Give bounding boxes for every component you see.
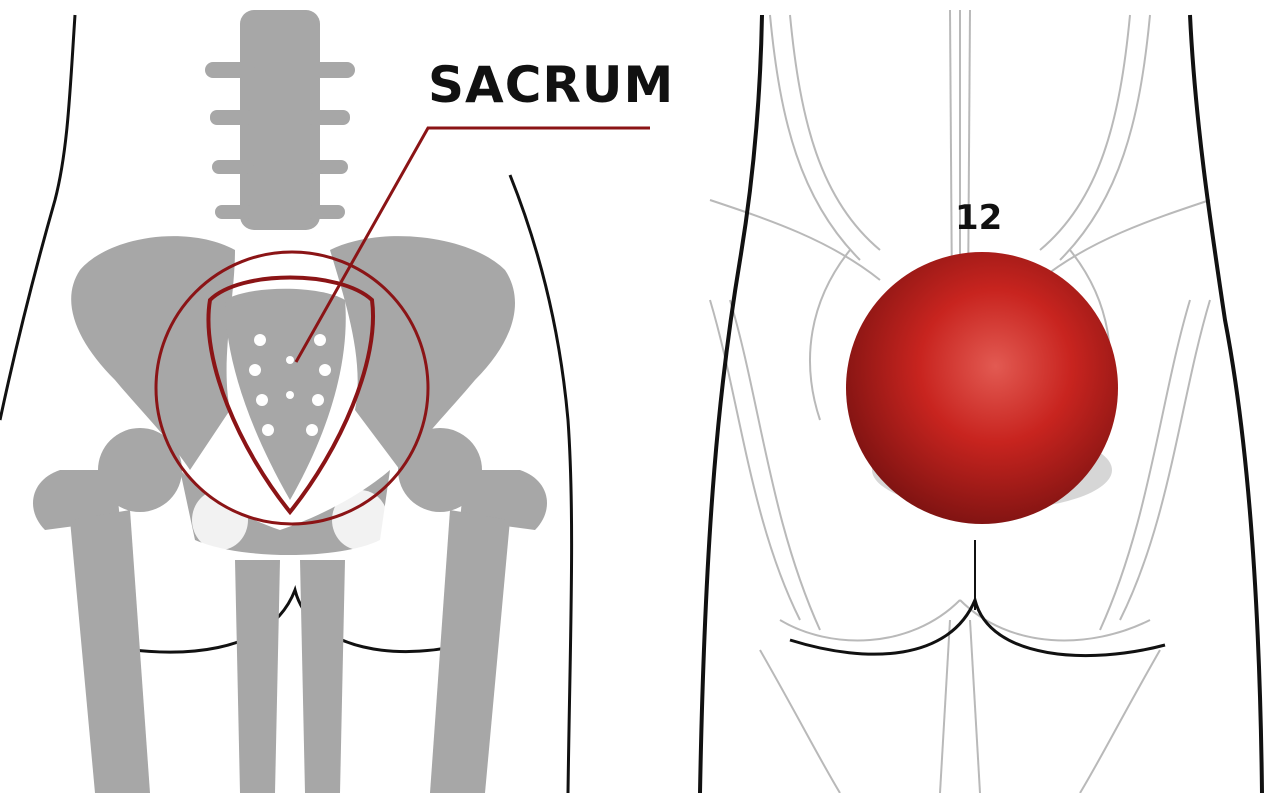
massage-ball-diagram: 12 — [650, 0, 1269, 793]
massage-ball-icon — [650, 0, 1269, 793]
buttock-line — [100, 590, 480, 652]
left-femur — [70, 510, 150, 793]
massage-ball — [846, 252, 1118, 524]
body-outline-right — [1190, 15, 1262, 793]
body-outline-left — [0, 15, 75, 420]
sacrum-label: SACRUM — [428, 56, 674, 114]
pelvis-skeleton-icon — [0, 0, 650, 793]
ball-marker-label: 12 — [955, 198, 1002, 238]
sacrum-bone — [225, 289, 346, 500]
body-outline-left — [700, 15, 762, 793]
right-femur — [430, 510, 510, 793]
pelvis-skeleton-diagram: SACRUM — [0, 0, 650, 793]
